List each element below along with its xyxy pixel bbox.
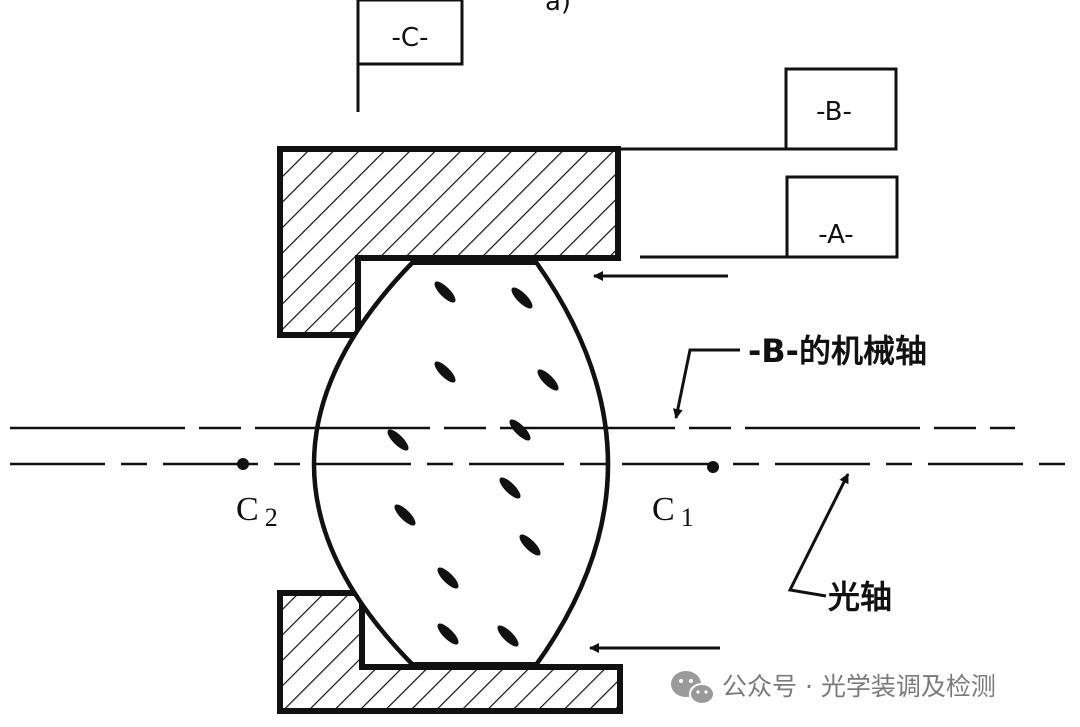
point-c2 xyxy=(237,458,249,470)
label-c1-sub: 1 xyxy=(681,503,694,532)
watermark: 公众号 · 光学装调及检测 xyxy=(671,671,996,705)
mech-axis-leader xyxy=(672,348,740,419)
label-c2-letter: C xyxy=(236,491,259,528)
figure-label: a) xyxy=(545,0,571,17)
point-c1 xyxy=(707,461,719,473)
datum-a-label: -A- xyxy=(818,220,853,250)
datum-box-a: -A- xyxy=(640,175,899,259)
datum-box-c: -C- xyxy=(356,0,464,112)
optical-axis-leader xyxy=(787,473,850,598)
optical-axis-label: 光轴 xyxy=(828,578,892,616)
glass-texture xyxy=(387,281,559,647)
datum-b-label: -B- xyxy=(816,97,852,127)
mech-axis-label: -B-的机械轴 xyxy=(748,332,927,370)
datum-c-label: -C- xyxy=(392,23,429,53)
label-c2-sub: 2 xyxy=(265,503,278,532)
label-c1-letter: C xyxy=(652,491,675,528)
wechat-icon xyxy=(671,671,715,705)
top-mount xyxy=(277,146,621,338)
datum-box-b: -B- xyxy=(618,67,898,151)
watermark-text: 公众号 · 光学装调及检测 xyxy=(722,672,996,701)
